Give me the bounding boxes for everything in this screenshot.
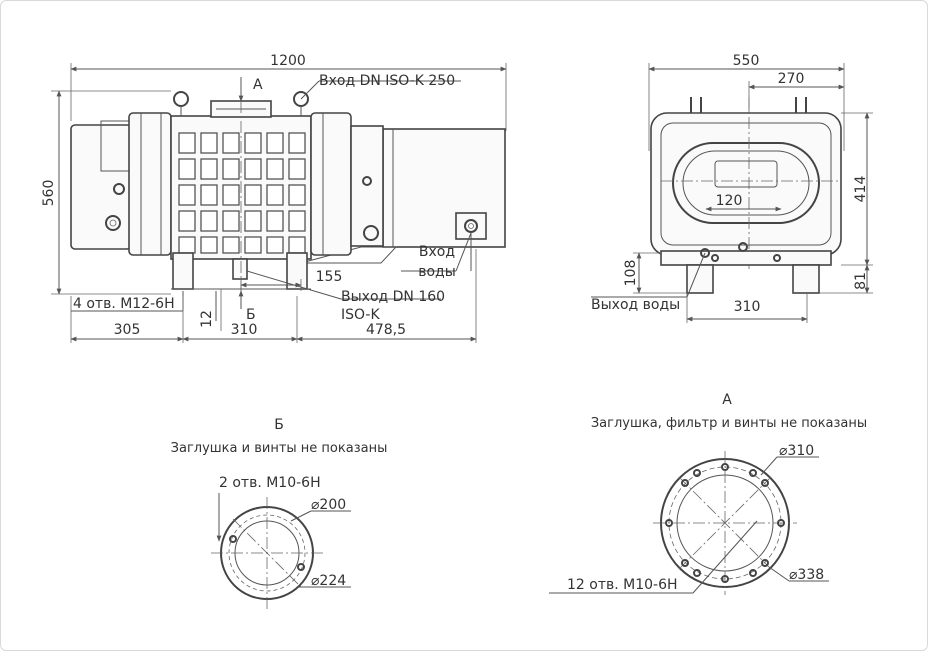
view-a-holes-label: 12 отв. М10-6Н: [567, 577, 678, 593]
view-a-title: А: [722, 392, 732, 408]
side-housing: [650, 112, 842, 256]
lifting-eye-right: [293, 91, 309, 116]
view-b-note: Заглушка и винты не показаны: [171, 441, 388, 456]
dim-310-side: 310: [734, 299, 761, 315]
water-outlet-label: Выход воды: [591, 297, 680, 313]
outlet-label-1: Выход DN 160: [341, 289, 445, 305]
view-b-d200: ⌀200: [311, 497, 346, 513]
dim-478-5: 478,5: [366, 322, 406, 338]
lifting-eye-left: [173, 91, 189, 116]
dim-81: 81: [853, 272, 869, 290]
side-foot-left: [686, 264, 714, 294]
holes-label: 4 отв. М12-6Н: [73, 296, 175, 312]
dim-310-front: 310: [231, 322, 258, 338]
inlet-label: Вход DN ISO-K 250: [319, 73, 455, 89]
front-view: 1200 560: [41, 53, 507, 343]
dim-414: 414: [853, 176, 869, 203]
view-a-d338: ⌀338: [789, 567, 824, 583]
water-inlet-label-1: Вход: [419, 244, 455, 260]
view-b-d224: ⌀224: [311, 573, 346, 589]
side-foot-right: [792, 264, 820, 294]
dim-108: 108: [623, 260, 639, 287]
view-a-detail: А Заглушка, фильтр и винты не показаны ⌀…: [549, 392, 867, 595]
foot-left: [172, 252, 194, 290]
dim-1200: 1200: [270, 53, 306, 69]
cooling-fins: [178, 132, 306, 254]
dim-305: 305: [114, 322, 141, 338]
dim-12: 12: [199, 310, 215, 328]
dim-120: 120: [716, 193, 743, 209]
inlet-oval: [672, 142, 820, 224]
view-b-detail: Б Заглушка и винты не показаны 2 отв. М1…: [171, 417, 388, 609]
side-view: 550 270 120 414 81: [591, 53, 873, 323]
view-b-holes-label: 2 отв. М10-6Н: [219, 475, 321, 491]
dim-270: 270: [778, 71, 805, 87]
view-a-d310: ⌀310: [779, 443, 814, 459]
water-inlet-label-2: воды: [418, 264, 456, 280]
dim-550: 550: [733, 53, 760, 69]
view-b-title: Б: [274, 417, 284, 433]
view-a-marker: А: [253, 77, 263, 93]
dim-155: 155: [316, 269, 343, 285]
dim-560: 560: [41, 180, 57, 207]
view-a-note: Заглушка, фильтр и винты не показаны: [591, 416, 867, 431]
view-b-marker: Б: [246, 307, 256, 323]
outlet-label-2: ISO-K: [341, 307, 380, 323]
